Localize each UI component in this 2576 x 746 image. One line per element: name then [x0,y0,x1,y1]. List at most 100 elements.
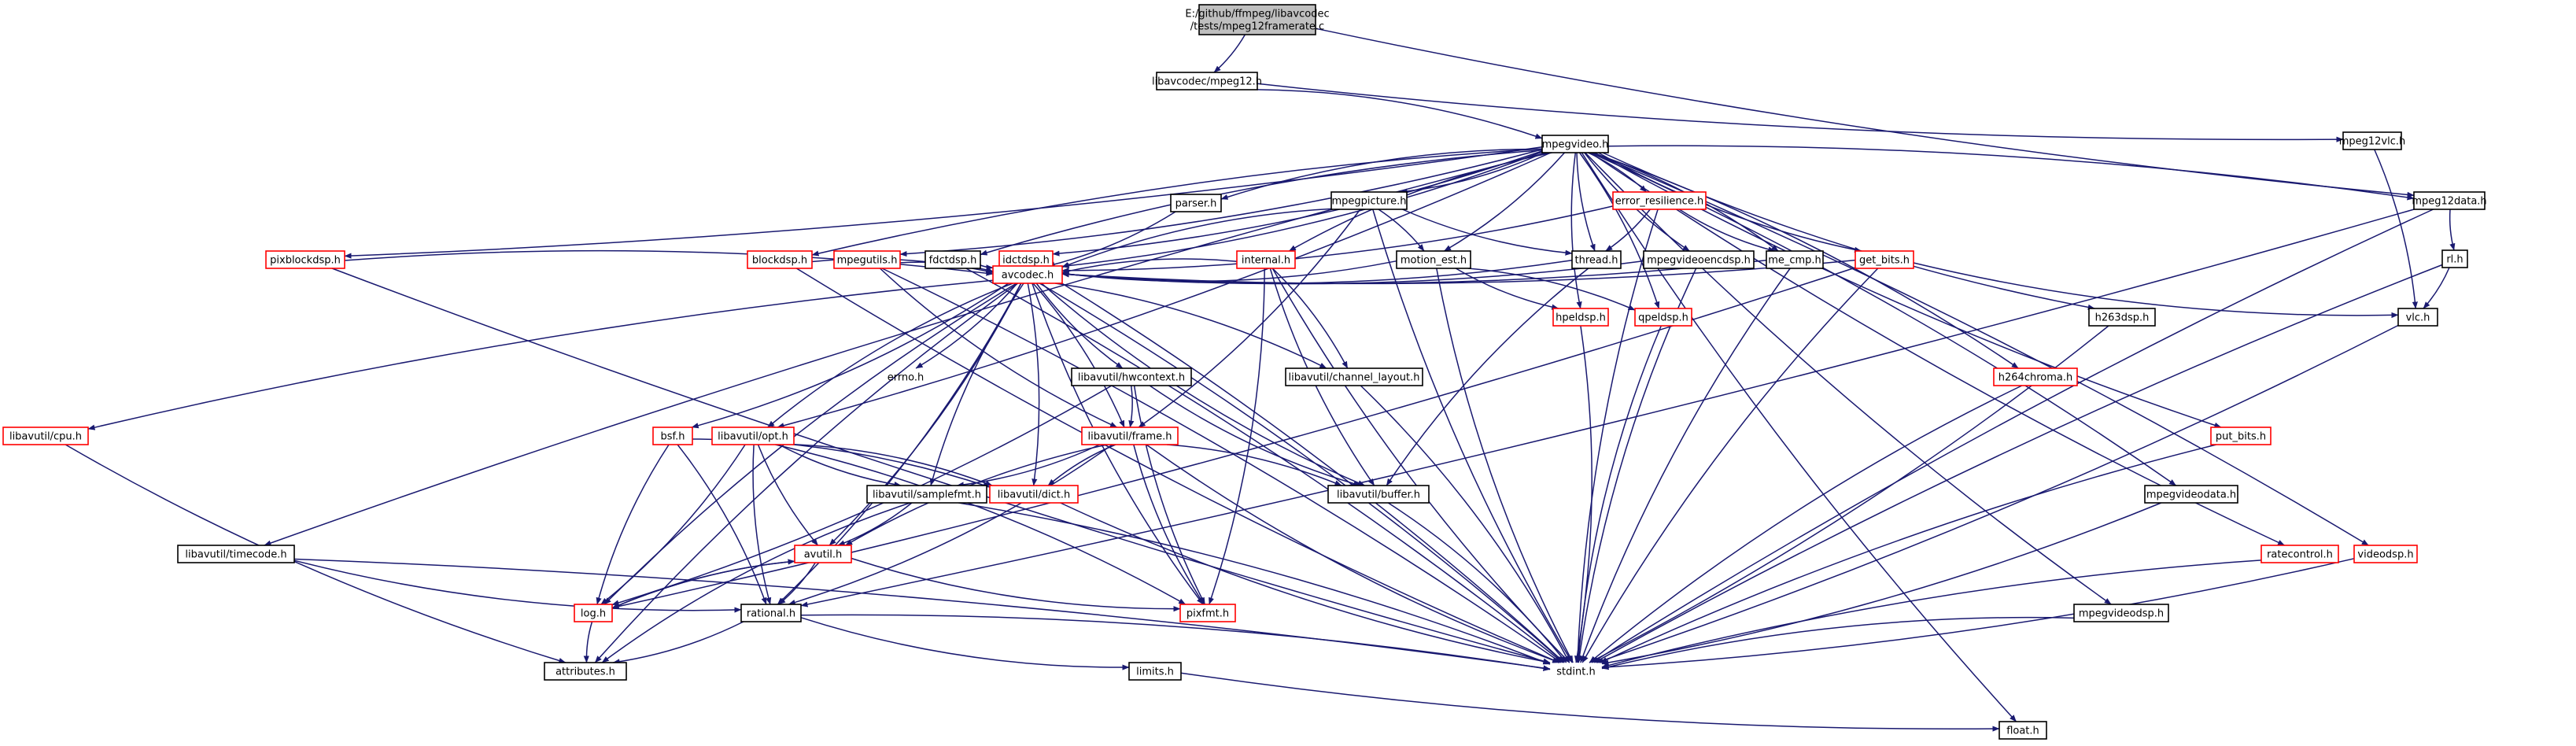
edge-fdctdsp-to-avcodec [980,264,994,271]
node-error_resilience[interactable]: error_resilience.h [1612,191,1707,210]
edge-bsf-to-log [596,444,670,605]
node-label-pixfmt: pixfmt.h [1187,608,1229,620]
node-rational[interactable]: rational.h [740,604,802,622]
node-log[interactable]: log.h [574,604,613,622]
node-label-videodsp: videodsp.h [2357,549,2413,561]
node-label-mpegvideodata: mpegvideodata.h [2146,489,2236,501]
edge-log-to-attributes [583,621,593,663]
node-pixblockdsp[interactable]: pixblockdsp.h [265,250,345,269]
node-opt[interactable]: libavutil/opt.h [711,427,795,445]
node-mpegpicture[interactable]: mpegpicture.h [1330,191,1408,210]
node-hpeldsp[interactable]: hpeldsp.h [1552,308,1609,327]
node-samplefmt[interactable]: libavutil/samplefmt.h [866,485,987,504]
node-put_bits[interactable]: put_bits.h [2210,427,2272,445]
node-box-channel_layout [1285,367,1423,386]
node-motion_est[interactable]: motion_est.h [1396,250,1471,269]
node-attributes[interactable]: attributes.h [544,662,627,681]
node-mpeg12vlc[interactable]: mpeg12vlc.h [2339,131,2406,150]
node-errno[interactable]: errno.h [888,372,924,384]
node-cpu[interactable]: libavutil/cpu.h [2,427,89,445]
edge-parser-to-avcodec [1047,211,1176,268]
node-box-error_resilience [1612,191,1707,210]
edge-mpegpicture-to-frame [1138,209,1361,428]
edge-avcodec-to-bsf [691,283,1009,429]
node-label-buffer: libavutil/buffer.h [1337,489,1420,501]
node-root[interactable]: E:/github/ffmpeg/libavcodec/tests/mpeg12… [1185,4,1330,35]
node-box-blockdsp [747,250,813,269]
node-label-float: float.h [2006,726,2039,737]
node-hwcontext[interactable]: libavutil/hwcontext.h [1071,367,1192,386]
edge-dict-to-stdint [1060,502,1551,665]
edge-mpegvideo-to-qpeldsp [1578,152,1660,309]
edge-avcodec-to-stdint [1039,283,1565,663]
edge-samplefmt-to-avutil [837,502,913,546]
edge-mpegvideodata-to-stdint [1601,502,2162,666]
edge-mpegpicture-to-motion_est [1378,209,1425,252]
node-float[interactable]: float.h [1998,721,2047,740]
edge-avcodec-to-pixfmt [1032,283,1204,605]
node-h263dsp[interactable]: h263dsp.h [2088,308,2156,327]
edge-motion_est-to-stdint [1436,268,1574,663]
edge-mpegutils-to-frame [879,268,1118,428]
edge-ratecontrol-to-stdint [1601,560,2262,669]
edge-error_resilience-to-avcodec [1061,205,1614,274]
node-label-qpeldsp: qpeldsp.h [1638,312,1688,324]
edge-frame-to-avutil [845,444,1108,546]
node-h264chroma[interactable]: h264chroma.h [1993,367,2078,386]
node-libavcodec_mpeg12[interactable]: libavcodec/mpeg12.h [1152,72,1262,90]
node-blockdsp[interactable]: blockdsp.h [747,250,813,269]
node-label-avcodec: avcodec.h [1002,270,1054,282]
node-mpegvideodsp[interactable]: mpegvideodsp.h [2073,604,2169,622]
node-channel_layout[interactable]: libavutil/channel_layout.h [1285,367,1423,386]
node-box-mpegpicture [1330,191,1408,210]
edge-rl-to-stdint [1594,264,2443,663]
node-me_cmp[interactable]: me_cmp.h [1766,250,1824,269]
edge-timecode-to-rational [293,560,742,613]
edge-get_bits-to-avcodec [1061,259,1856,285]
node-label-avutil: avutil.h [804,549,843,561]
node-parser[interactable]: parser.h [1170,194,1222,212]
node-label-root: E:/github/ffmpeg/libavcodec [1185,9,1329,20]
node-box-libavcodec_mpeg12 [1156,72,1258,90]
node-rl[interactable]: rl.h [2441,249,2468,268]
node-bsf[interactable]: bsf.h [652,427,693,445]
node-label-rational: rational.h [747,608,795,620]
node-frame[interactable]: libavutil/frame.h [1081,427,1179,445]
node-box-log [574,604,613,622]
node-dict[interactable]: libavutil/dict.h [989,485,1079,504]
node-mpegvideoencdsp[interactable]: mpegvideoencdsp.h [1643,250,1755,269]
node-videodsp[interactable]: videodsp.h [2353,545,2418,563]
node-box-vlc [2397,308,2438,327]
edge-mpegvideo-to-internal [1289,152,1552,252]
node-mpegvideodata[interactable]: mpegvideodata.h [2144,485,2238,504]
node-mpegvideo[interactable]: mpegvideo.h [1541,135,1609,153]
node-vlc[interactable]: vlc.h [2397,308,2438,327]
node-label-internal: internal.h [1242,255,1290,267]
edge-vlc-to-stdint [1596,324,2399,663]
node-limits[interactable]: limits.h [1128,662,1182,681]
node-get_bits[interactable]: get_bits.h [1854,250,1914,269]
edge-avcodec-to-dict [1027,283,1040,486]
node-thread[interactable]: thread.h [1571,250,1622,269]
node-box-ratecontrol [2260,545,2339,563]
node-box-videodsp [2353,545,2418,563]
node-box-h264chroma [1993,367,2078,386]
edge-h264chroma-to-stdint [1589,385,2023,663]
node-ratecontrol[interactable]: ratecontrol.h [2260,545,2339,563]
edge-mpegvideo-to-pixblockdsp [344,146,1543,259]
edge-get_bits-to-vlc [1913,262,2399,319]
node-mpegutils[interactable]: mpegutils.h [833,250,901,269]
node-fdctdsp[interactable]: fdctdsp.h [924,250,981,269]
node-mpeg12data[interactable]: mpeg12data.h [2412,191,2487,210]
node-avcodec[interactable]: avcodec.h [992,265,1063,284]
node-timecode[interactable]: libavutil/timecode.h [177,545,295,563]
node-buffer[interactable]: libavutil/buffer.h [1327,485,1430,504]
edge-avcodec-to-cpu [87,279,994,430]
node-internal[interactable]: internal.h [1236,250,1296,269]
node-box-pixfmt [1179,604,1236,622]
node-qpeldsp[interactable]: qpeldsp.h [1634,308,1692,327]
node-avutil[interactable]: avutil.h [794,545,852,563]
node-pixfmt[interactable]: pixfmt.h [1179,604,1236,622]
node-idctdsp[interactable]: idctdsp.h [998,250,1054,269]
node-stdint[interactable]: stdint.h [1556,667,1595,678]
